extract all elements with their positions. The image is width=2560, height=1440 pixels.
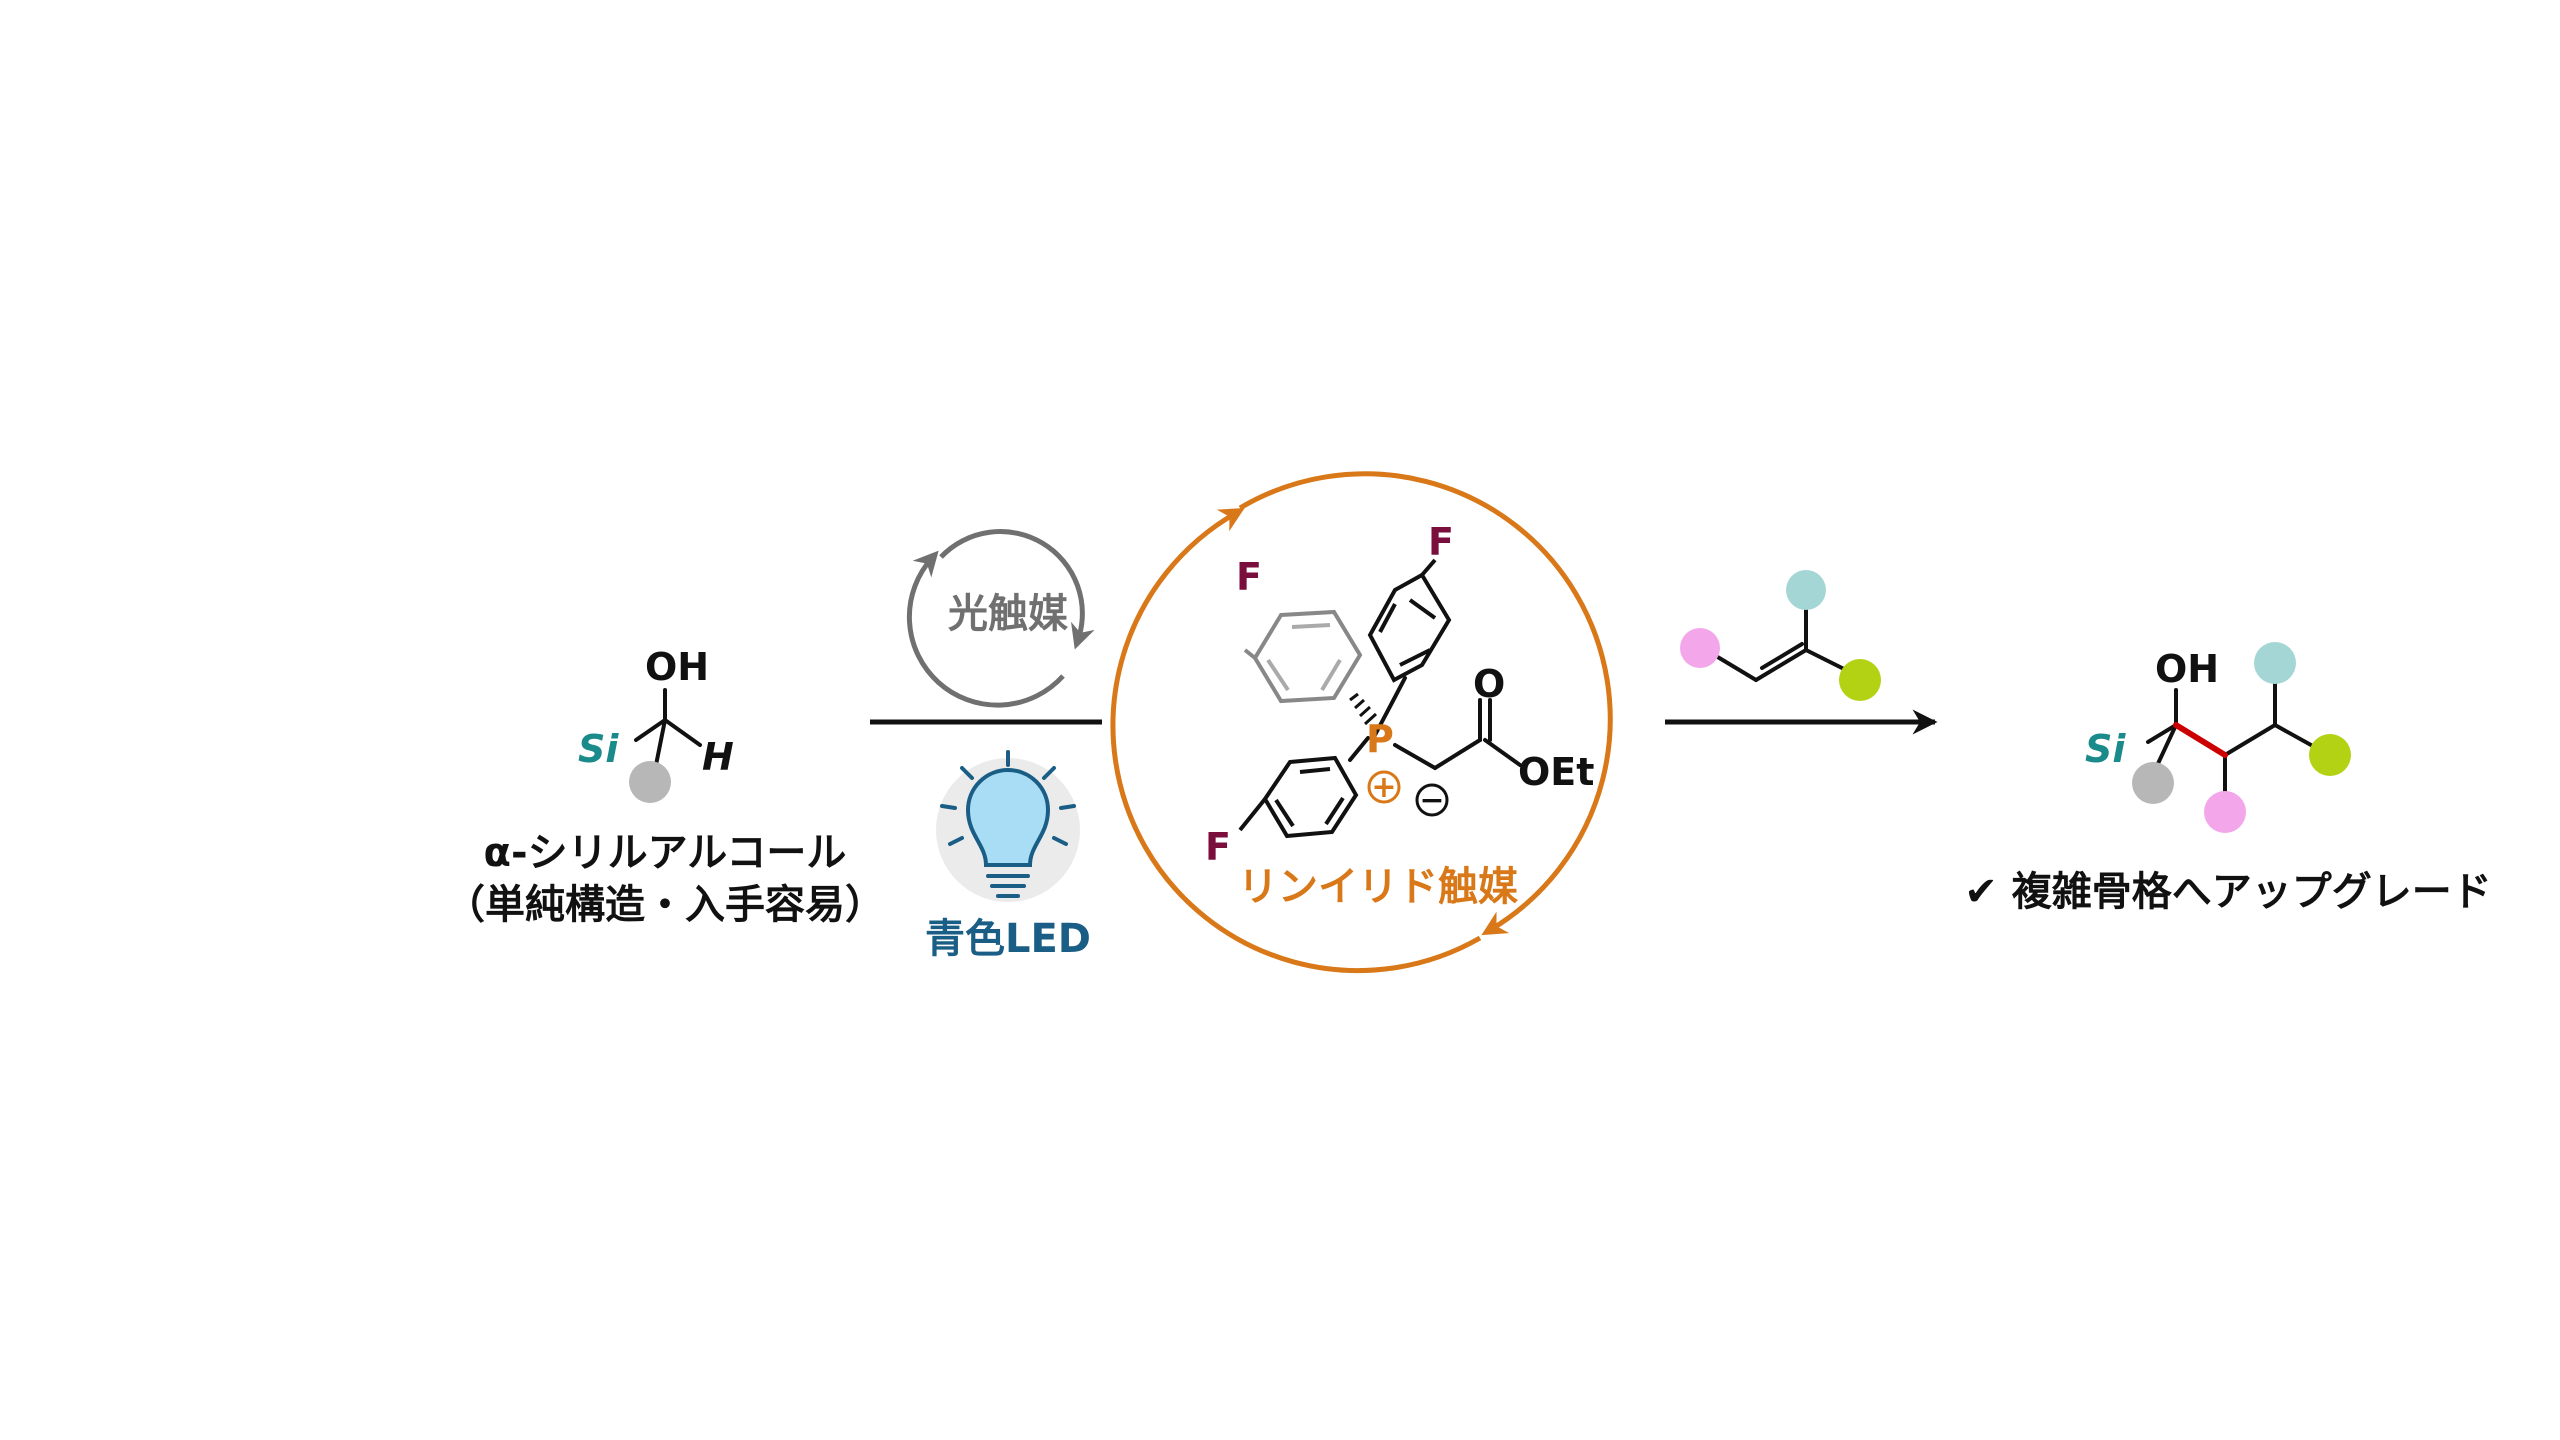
aryl-ring-bottom (1238, 755, 1359, 839)
product-substituent-green-ball (2309, 734, 2351, 776)
negative-charge: − (1415, 783, 1449, 818)
product: OH Si ✔ 複雑骨格へアップグレード (1964, 642, 2492, 915)
substituent-gray-ball (629, 761, 671, 803)
product-caption: ✔ 複雑骨格へアップグレード (1964, 869, 2491, 915)
silicon-label: Si (578, 727, 619, 771)
carbonyl-oxygen-label: O (1473, 662, 1505, 706)
positive-charge-sign: + (1371, 770, 1396, 805)
fluorine-left-label: F (1236, 555, 1262, 599)
positive-charge: + (1367, 770, 1401, 805)
blue-led-label: 青色LED (925, 916, 1091, 962)
ylide-cycle-arc-return (1110, 508, 1482, 974)
substituent-teal-ball (1786, 570, 1826, 610)
phosphorus-label: P (1366, 717, 1394, 761)
hydrogen-label: H (702, 735, 734, 779)
blue-led-group: 青色LED (925, 750, 1091, 962)
product-silicon-label: Si (2085, 727, 2126, 771)
product-substituent-teal-ball (2254, 642, 2296, 684)
negative-charge-sign: − (1419, 783, 1444, 818)
starting-material-note: （単純構造・入手容易） (445, 882, 885, 928)
starting-material-bonds (634, 688, 702, 772)
hashed-wedge-bond (1349, 692, 1378, 726)
ylide-core-bonds (1348, 676, 1522, 770)
lightbulb-icon (940, 750, 1076, 898)
alkene-reagent (1680, 570, 1881, 701)
photocatalyst-label: 光触媒 (948, 591, 1069, 637)
starting-material: OH Si H α-シリルアルコール （単純構造・入手容易） (445, 645, 885, 928)
hydroxyl-label: OH (645, 645, 709, 689)
fluorine-bottom-label: F (1205, 825, 1231, 869)
product-substituent-pink-ball (2204, 791, 2246, 833)
ylide-catalyst-label: リンイリド触媒 (1238, 864, 1519, 910)
substituent-green-ball (1839, 659, 1881, 701)
product-substituent-gray-ball (2132, 762, 2174, 804)
new-carbon-carbon-bond (2173, 722, 2228, 758)
ylide-cycle-arc-main (1238, 471, 1613, 936)
starting-material-name: α-シリルアルコール (484, 830, 847, 876)
aryl-ring-top (1367, 558, 1452, 683)
ylide-catalyst-cycle: F F F P O OEt + − リンイリド触媒 (1110, 471, 1613, 974)
substituent-pink-ball (1680, 628, 1720, 668)
product-hydroxyl-label: OH (2155, 647, 2219, 691)
photocatalyst-cycle: 光触媒 (906, 529, 1095, 708)
ethoxy-label: OEt (1518, 750, 1594, 794)
photocatalyst-cycle-arc-top (939, 529, 1095, 650)
fluorine-top-label: F (1428, 520, 1454, 564)
aryl-ring-back (1243, 609, 1363, 704)
photocatalyst-cycle-arc-bottom (906, 550, 1065, 708)
